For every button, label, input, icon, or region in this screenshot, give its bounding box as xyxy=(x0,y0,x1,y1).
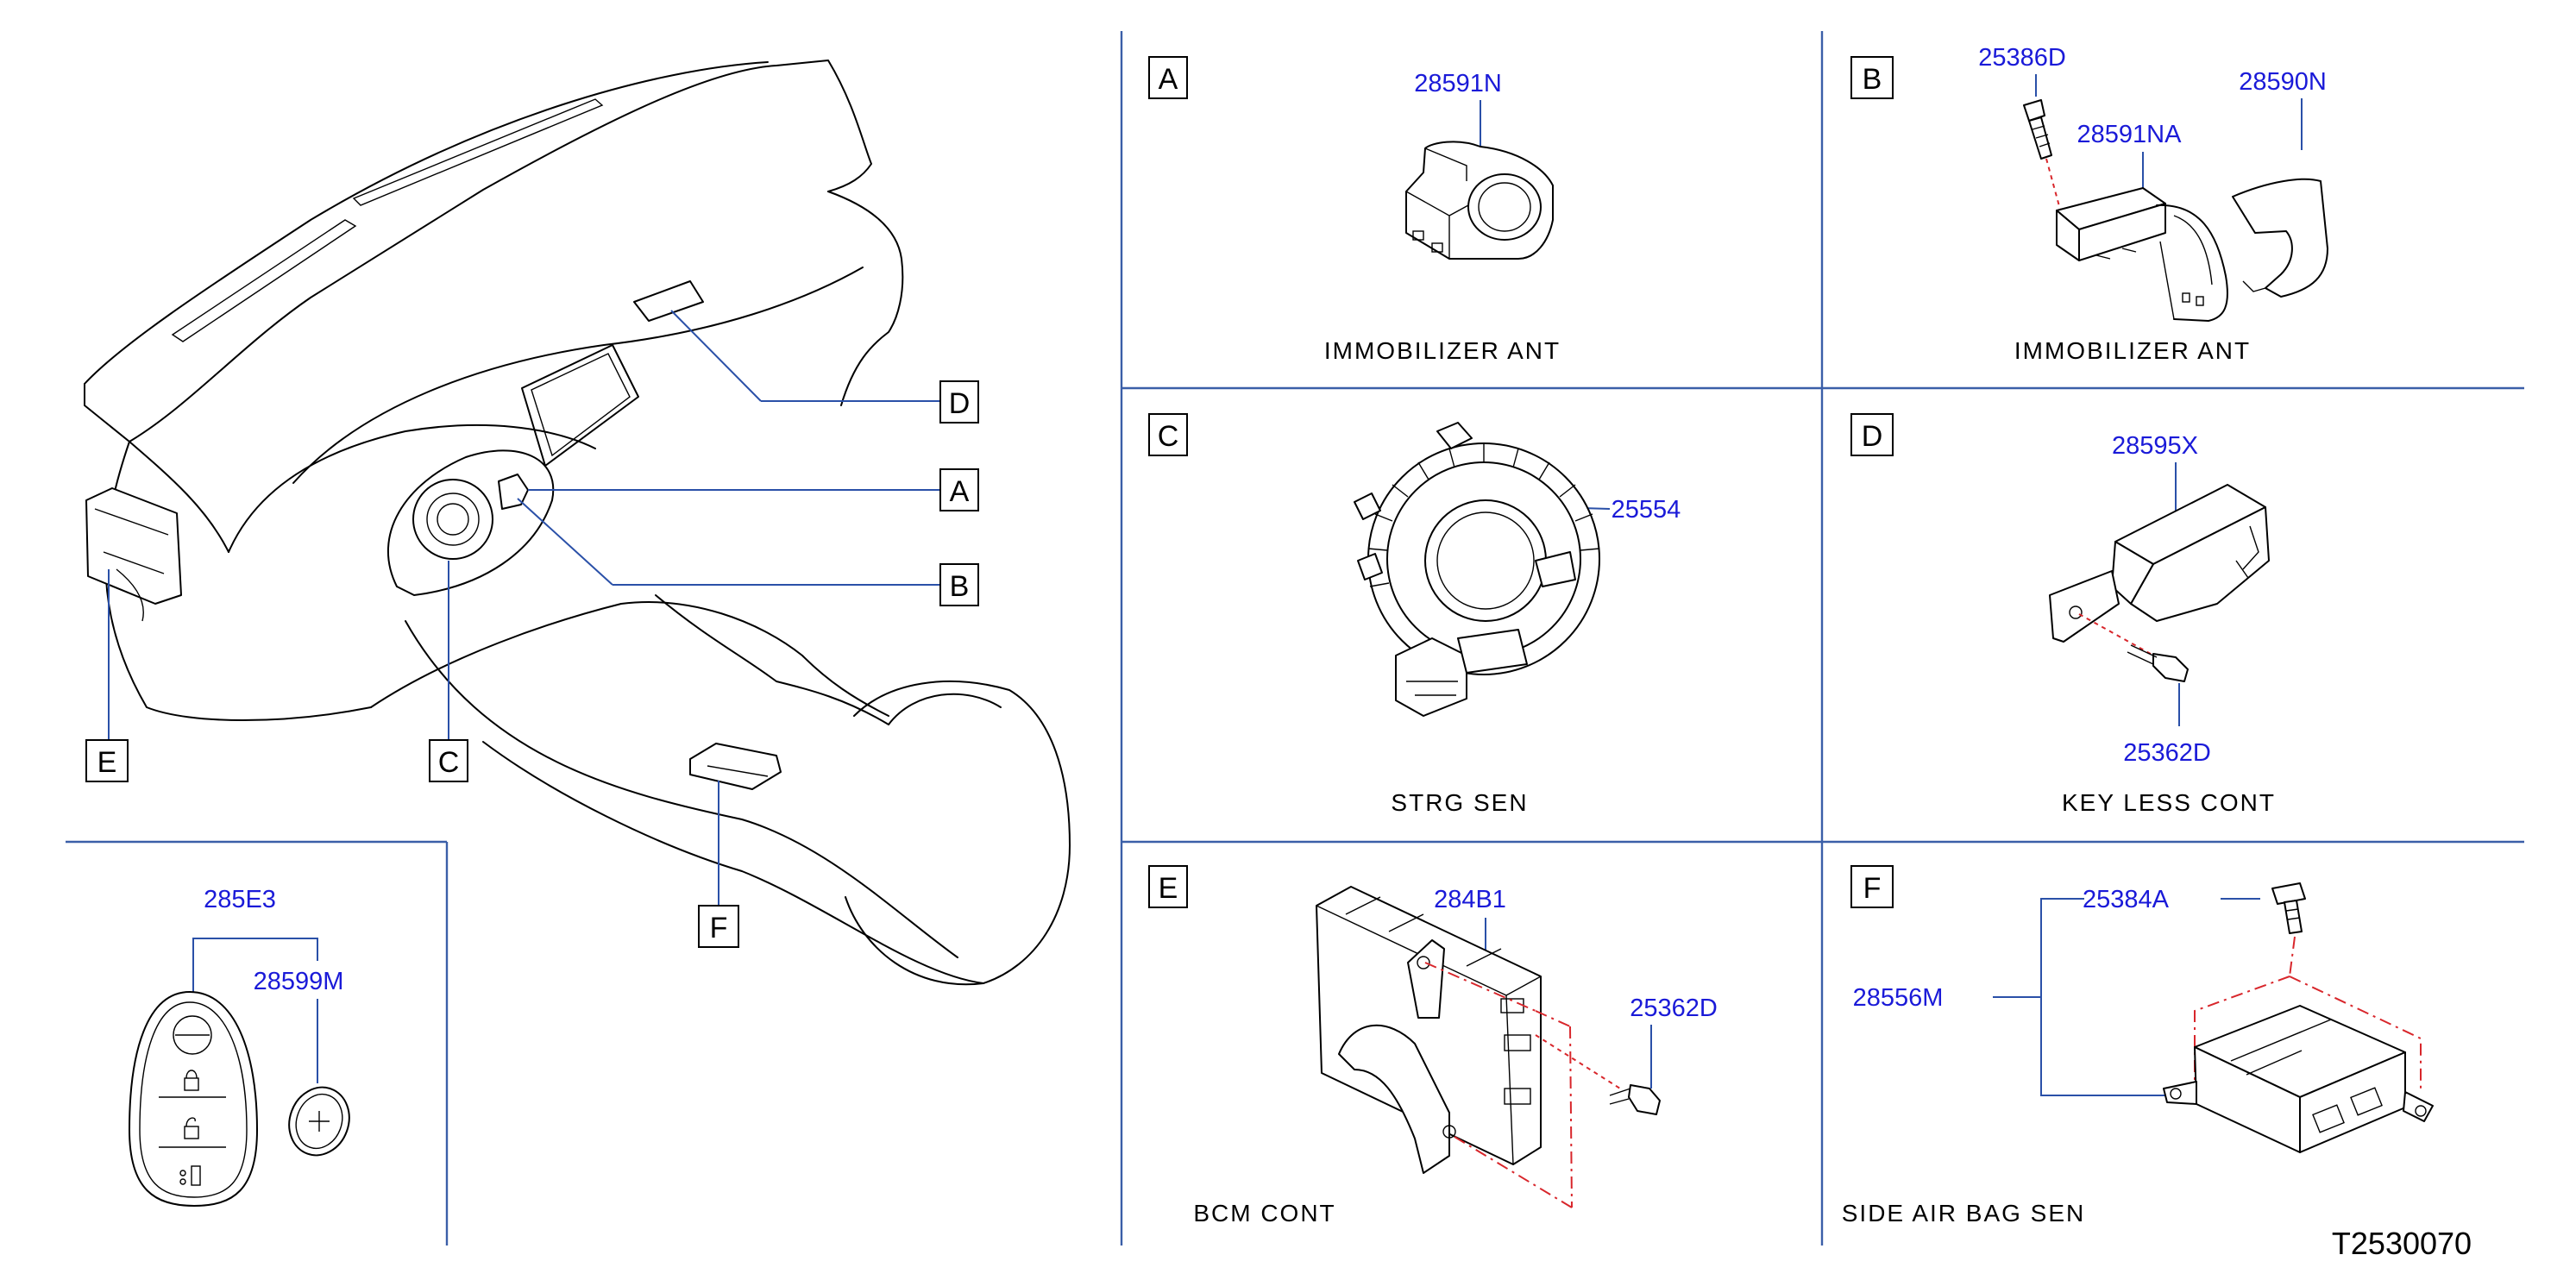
screw-icon xyxy=(1628,1084,1661,1115)
panel-d-caption: KEY LESS CONT xyxy=(2062,789,2276,816)
callout-box-a[interactable]: A xyxy=(939,468,979,511)
svg-text:E: E xyxy=(97,746,117,779)
callout-box-f[interactable]: F xyxy=(698,905,739,948)
part-number-28591n[interactable]: 28591N xyxy=(1414,70,1502,97)
panel-a: A 28591N IMMOBILIZER ANT xyxy=(1148,56,1561,364)
panel-e: E 284B1 25362D BCM CONT xyxy=(1148,865,1718,1227)
bcm-controller-icon xyxy=(1316,886,1542,1165)
part-number-28556m[interactable]: 28556M xyxy=(1853,984,1944,1012)
panel-b: B 25386D 28591NA 28590N IMMOBILIZER ANT xyxy=(1850,44,2328,364)
panel-e-caption: BCM CONT xyxy=(1193,1200,1335,1227)
dashboard-overview-drawing xyxy=(84,60,1071,986)
part-number-25362d-d[interactable]: 25362D xyxy=(2123,739,2211,767)
part-number-25384a[interactable]: 25384A xyxy=(2083,886,2170,913)
callout-box-d[interactable]: D xyxy=(939,380,979,424)
svg-text:C: C xyxy=(438,746,460,779)
svg-text:F: F xyxy=(710,912,728,944)
part-number-28595x[interactable]: 28595X xyxy=(2112,432,2198,460)
part-number-28599m[interactable]: 28599M xyxy=(254,968,344,995)
overview-leaders xyxy=(108,310,940,906)
keyfob-section: 285E3 28599M xyxy=(129,886,350,1207)
panel-a-letter: A xyxy=(1159,63,1178,96)
callout-box-c[interactable]: C xyxy=(429,739,468,782)
part-number-25554[interactable]: 25554 xyxy=(1612,496,1681,524)
diagram-code: T2530070 xyxy=(2332,1226,2472,1261)
part-number-28590n[interactable]: 28590N xyxy=(2239,68,2327,96)
panel-grid xyxy=(66,31,2524,1245)
screw-icon xyxy=(2152,653,2189,682)
panel-f-letter: F xyxy=(1863,872,1882,905)
panel-b-caption: IMMOBILIZER ANT xyxy=(2014,337,2251,364)
panel-d: D 28595X 25362D KEY LESS CONT xyxy=(1850,413,2276,816)
panel-c-caption: STRG SEN xyxy=(1391,789,1528,816)
svg-text:D: D xyxy=(949,387,971,420)
svg-text:B: B xyxy=(950,570,970,603)
part-number-284b1[interactable]: 284B1 xyxy=(1434,886,1506,913)
callout-box-e[interactable]: E xyxy=(85,739,129,782)
keyfob-icon xyxy=(129,991,258,1207)
callout-box-b[interactable]: B xyxy=(939,563,979,606)
panel-c: C 25554 STRG SEN xyxy=(1148,413,1681,816)
part-number-25362d-e[interactable]: 25362D xyxy=(1630,995,1718,1022)
panel-e-letter: E xyxy=(1159,872,1178,905)
part-number-28591na[interactable]: 28591NA xyxy=(2077,121,2183,148)
antenna-cover-icon xyxy=(2232,178,2328,298)
svg-text:A: A xyxy=(950,475,970,508)
bolt-icon xyxy=(2023,99,2045,122)
panel-a-caption: IMMOBILIZER ANT xyxy=(1324,337,1561,364)
panel-b-letter: B xyxy=(1863,63,1882,96)
part-number-25386d[interactable]: 25386D xyxy=(1978,44,2066,72)
bolt-icon xyxy=(2271,882,2306,905)
panel-f: F 25384A 28556M SIDE AIR BAG SEN xyxy=(1842,865,2434,1227)
panel-c-letter: C xyxy=(1158,420,1179,453)
panel-f-caption: SIDE AIR BAG SEN xyxy=(1842,1200,2086,1227)
part-number-285e3[interactable]: 285E3 xyxy=(204,886,276,913)
panel-d-letter: D xyxy=(1862,420,1883,453)
